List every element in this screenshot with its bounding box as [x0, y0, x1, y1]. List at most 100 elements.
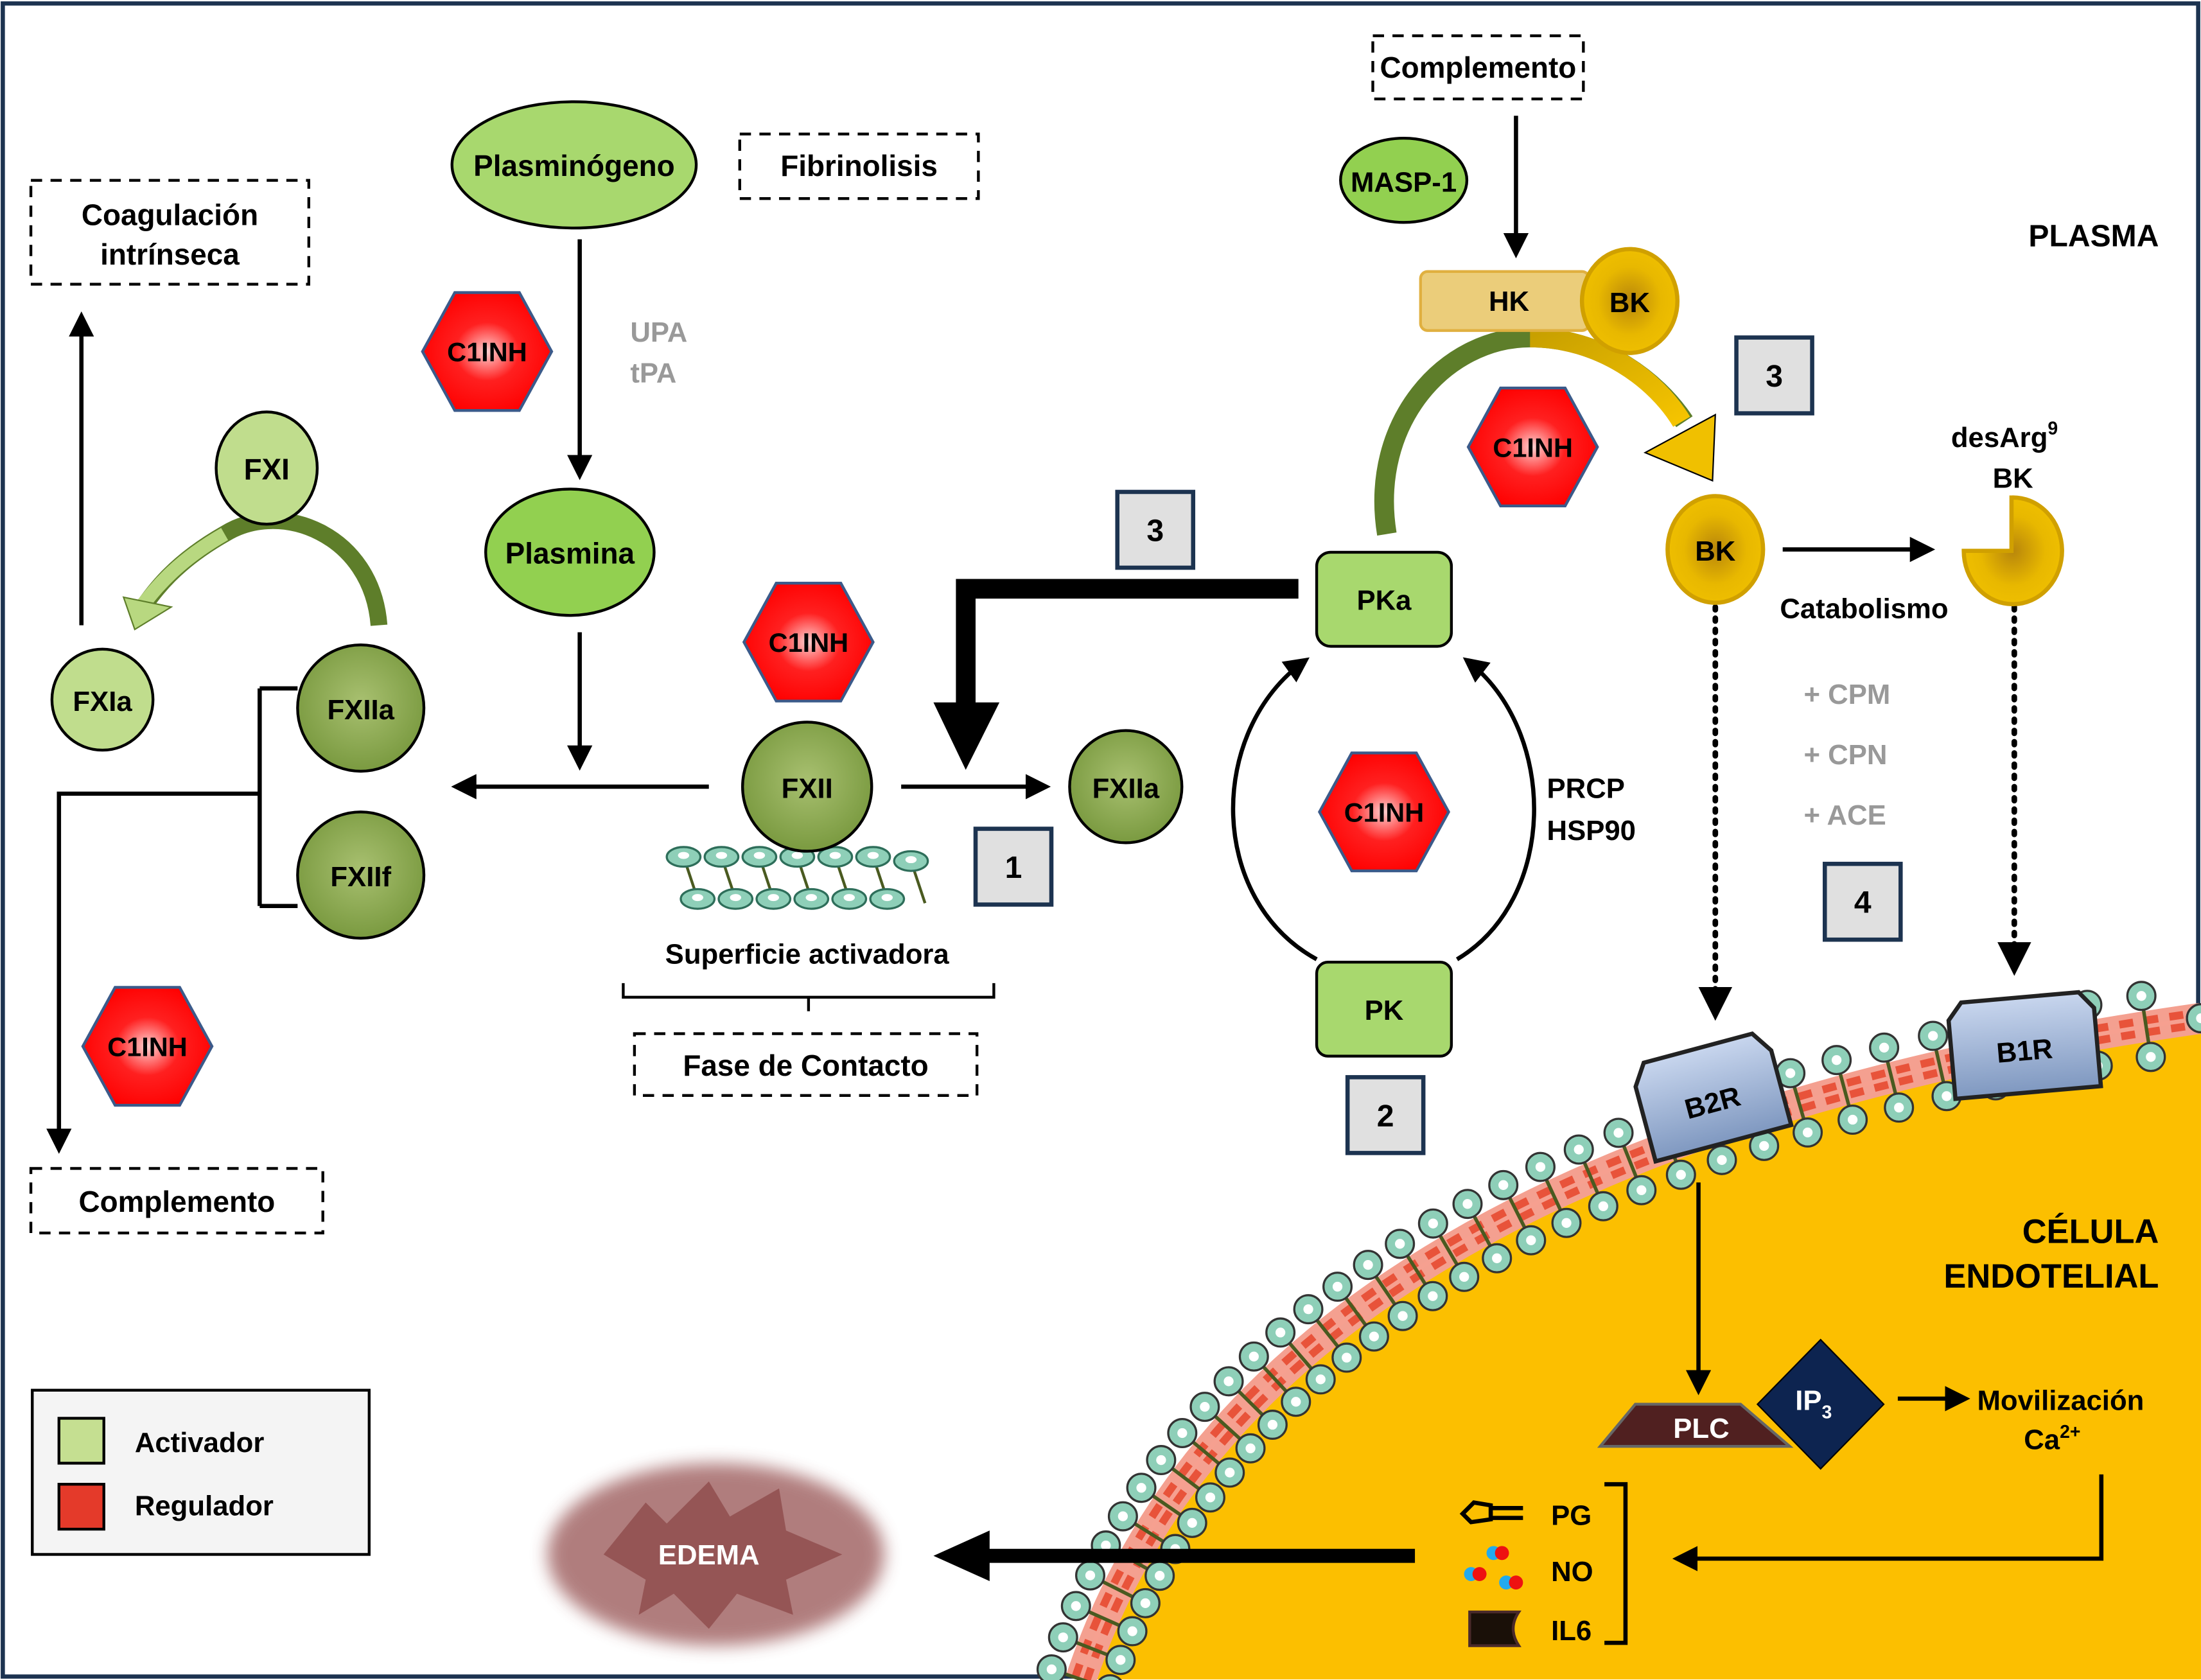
c1inh-hexagon: C1INH [421, 291, 554, 412]
mediator-bracket [1604, 1482, 1628, 1645]
svg-text:PRCP: PRCP [1547, 773, 1625, 804]
node-bk: BK [1665, 494, 1766, 605]
mediator-il6: IL6 [1468, 1610, 1592, 1647]
svg-text:FXIIf: FXIIf [330, 861, 391, 893]
node-plasmina: Plasmina [484, 487, 656, 617]
step-box: 1 [973, 827, 1054, 907]
svg-text:Movilización: Movilización [1977, 1385, 2144, 1416]
svg-text:+ CPN: + CPN [1803, 739, 1887, 771]
c1inh-inhibitors: C1INH C1INH C1INH C1INH C1INH [81, 291, 1599, 1107]
gray-labels: UPA tPA + CPM + CPN + ACE [630, 317, 1890, 831]
svg-text:+ CPM: + CPM [1803, 679, 1890, 710]
svg-text:Activador: Activador [135, 1427, 265, 1458]
no-molecules-icon [1464, 1546, 1523, 1590]
svg-text:PK: PK [1365, 995, 1404, 1026]
svg-text:Ca2+: Ca2+ [2024, 1422, 2080, 1455]
svg-text:4: 4 [1854, 886, 1872, 920]
arrows [59, 116, 2104, 1571]
svg-text:PG: PG [1551, 1500, 1592, 1532]
svg-text:MASP-1: MASP-1 [1351, 166, 1457, 198]
svg-text:Regulador: Regulador [135, 1490, 274, 1521]
svg-text:FXIa: FXIa [73, 686, 132, 717]
svg-text:FXII: FXII [782, 773, 833, 804]
svg-text:Catabolismo: Catabolismo [1780, 593, 1948, 625]
svg-text:HSP90: HSP90 [1547, 815, 1636, 846]
plasma-label: PLASMA [2028, 218, 2159, 253]
node-fxia: FXIa [50, 647, 155, 752]
c1inh-hexagon: C1INH [742, 581, 875, 703]
node-ip3: IP3 [1756, 1338, 1885, 1470]
black-labels: Superficie activadora PRCP HSP90 Catabol… [665, 218, 2159, 1295]
label-movilizacion: Movilización Ca2+ [1977, 1385, 2144, 1455]
surface-bracket [622, 983, 995, 1011]
mediator-no: NO [1464, 1546, 1593, 1590]
svg-text:3: 3 [1766, 359, 1783, 394]
svg-text:C1INH: C1INH [769, 627, 849, 658]
svg-text:IP3: IP3 [1795, 1385, 1832, 1422]
svg-text:Superficie activadora: Superficie activadora [665, 938, 950, 970]
box-fibrinolisis: Fibrinolisis [738, 132, 980, 200]
svg-text:2: 2 [1377, 1099, 1394, 1133]
svg-text:BK: BK [1609, 287, 1651, 319]
svg-text:FXI: FXI [244, 452, 290, 486]
c1inh-hexagon: C1INH [1317, 751, 1451, 873]
step-box: 3 [1115, 489, 1196, 570]
svg-text:1: 1 [1005, 850, 1022, 885]
step-box: 2 [1345, 1075, 1426, 1155]
receptor-b2r: B2R [1633, 1031, 1794, 1164]
node-fxiia-left: FXIIa [296, 643, 426, 773]
node-pk: PK [1315, 960, 1453, 1058]
svg-text:+ ACE: + ACE [1803, 800, 1886, 831]
node-fxiif: FXIIf [296, 810, 426, 940]
svg-text:HK: HK [1489, 286, 1530, 317]
svg-text:BK: BK [1695, 536, 1736, 567]
svg-text:Plasminógeno: Plasminógeno [473, 149, 675, 182]
node-fxi: FXI [215, 410, 319, 526]
node-plc: PLC [1597, 1403, 1794, 1448]
box-complemento-bottom: Complemento [29, 1167, 324, 1235]
svg-text:NO: NO [1551, 1556, 1593, 1588]
svg-text:C1INH: C1INH [107, 1032, 188, 1062]
node-plasminogeno: Plasminógeno [450, 100, 698, 230]
svg-text:Fase de Contacto: Fase de Contacto [683, 1049, 928, 1082]
thick-arrow-pka-fxii [933, 579, 1299, 770]
curved-arrow-bk [1374, 328, 1716, 536]
svg-text:PKa: PKa [1356, 585, 1412, 617]
c1inh-hexagon: C1INH [1466, 387, 1599, 508]
svg-text:Plasmina: Plasmina [505, 536, 635, 570]
activating-surface [665, 846, 929, 910]
legend-swatch-activador [57, 1417, 105, 1465]
phospholipid [1098, 1674, 1122, 1680]
c1inh-hexagon: C1INH [81, 986, 214, 1107]
thick-arrow-edema [933, 1530, 1416, 1581]
edema: EDEMA [547, 1463, 884, 1646]
node-fxiia-right: FXIIa [1068, 729, 1184, 844]
svg-text:C1INH: C1INH [1493, 432, 1573, 462]
legend: Activador Regulador [31, 1388, 371, 1556]
box-complemento-top: Complemento [1371, 34, 1585, 101]
svg-text:tPA: tPA [630, 357, 676, 389]
svg-text:FXIIa: FXIIa [1092, 773, 1160, 804]
curved-arrow-fxi [122, 512, 388, 631]
node-fxii: FXII [741, 721, 873, 853]
box-fase-contacto: Fase de Contacto [633, 1032, 979, 1097]
svg-text:C1INH: C1INH [447, 337, 527, 367]
svg-text:B1R: B1R [1995, 1033, 2054, 1069]
receptor-b1r: B1R [1946, 990, 2103, 1101]
svg-text:desArg9: desArg9 [1951, 418, 2058, 453]
svg-text:intrínseca: intrínseca [100, 238, 240, 271]
node-hk-bk: HK BK [1419, 247, 1680, 355]
step-box: 3 [1734, 335, 1814, 416]
svg-text:C1INH: C1INH [1344, 798, 1425, 828]
box-coagulacion: Coagulación intrínseca [29, 179, 311, 286]
prostaglandin-icon [1459, 1500, 1523, 1525]
svg-text:Complemento: Complemento [1380, 51, 1576, 84]
phospholipid [2186, 1003, 2201, 1034]
mediator-pg: PG [1459, 1500, 1592, 1532]
svg-text:3: 3 [1146, 513, 1164, 548]
legend-swatch-regulador [57, 1482, 105, 1531]
svg-text:FXIIa: FXIIa [327, 694, 394, 726]
cell-label-2: ENDOTELIAL [1943, 1258, 2159, 1295]
svg-text:PLC: PLC [1673, 1413, 1729, 1444]
svg-text:Coagulación: Coagulación [82, 198, 258, 232]
